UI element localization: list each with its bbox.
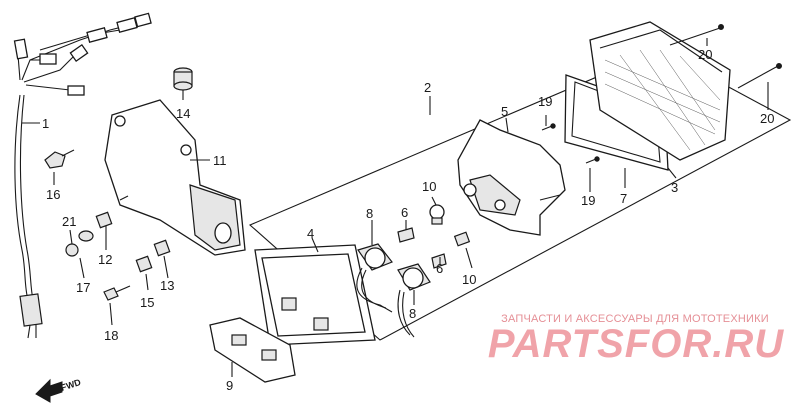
callout-17: 17: [76, 280, 90, 295]
callout-11: 11: [213, 153, 227, 168]
fwd-label: FWD: [60, 377, 83, 393]
callout-9: 9: [226, 378, 233, 393]
mounting-bracket: [104, 99, 246, 256]
watermark-logo: PARTSFOR.RU: [487, 322, 785, 366]
callout-20b: 20: [760, 111, 774, 126]
forward-direction-indicator: FWD: [35, 377, 83, 403]
callout-13: 13: [160, 278, 174, 293]
watermark-subtitle: ЗАПЧАСТИ И АКСЕССУАРЫ ДЛЯ МОТОТЕХНИКИ: [501, 313, 769, 325]
callout-18: 18: [104, 328, 118, 343]
callout-4: 4: [307, 226, 314, 241]
callout-3: 3: [671, 180, 678, 195]
bulb-sockets: [356, 204, 471, 338]
callout-6b: 6: [436, 261, 443, 276]
tail-lens: [589, 21, 731, 161]
callout-5: 5: [501, 104, 508, 119]
callout-1: 1: [42, 116, 49, 131]
wire-harness: [13, 12, 152, 339]
callout-10b: 10: [462, 272, 476, 287]
callout-10a: 10: [422, 179, 436, 194]
leader-lines: [22, 38, 769, 377]
callout-7: 7: [620, 191, 627, 206]
callout-19b: 19: [581, 193, 595, 208]
fasteners: [44, 149, 171, 301]
callout-labels: 1 2 3 4 5 6 6 7 8 8 9 10 10 11 12 13 14 …: [42, 47, 774, 393]
callout-2: 2: [424, 80, 431, 95]
callout-8a: 8: [366, 206, 373, 221]
callout-16: 16: [46, 187, 60, 202]
callout-8b: 8: [409, 306, 416, 321]
callout-19a: 19: [538, 94, 552, 109]
callout-15: 15: [140, 295, 154, 310]
callout-20a: 20: [698, 47, 712, 62]
callout-12: 12: [98, 252, 112, 267]
license-lamp-bracket: [209, 317, 296, 383]
lamp-housing: [254, 244, 376, 346]
callout-21: 21: [62, 214, 76, 229]
screws: [541, 24, 782, 164]
grommet-part: [173, 67, 193, 91]
lamp-body: [457, 119, 566, 236]
callout-14: 14: [176, 106, 190, 121]
callout-6a: 6: [401, 205, 408, 220]
